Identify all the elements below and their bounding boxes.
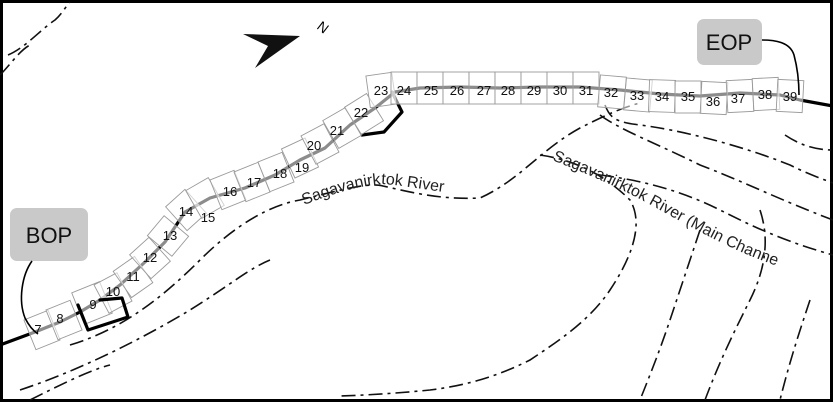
river-bank-lower-3	[779, 299, 811, 401]
frame-tile-18	[257, 151, 295, 193]
frame-label-36: 36	[706, 94, 720, 109]
bop-label: BOP	[26, 223, 72, 248]
river-label-left: Sagavanirktok River	[299, 171, 446, 209]
frame-label-28: 28	[501, 83, 515, 98]
frame-label-9: 9	[89, 297, 96, 312]
frame-label-38: 38	[758, 87, 772, 102]
frame-label-31: 31	[579, 83, 593, 98]
eop-box	[697, 19, 762, 65]
river-bank-inner-2	[599, 174, 833, 256]
river-bank-lower-1	[704, 209, 766, 401]
frame-tile-13	[146, 215, 190, 257]
river-label-main: Sagavanirktok River (Main Channe	[551, 148, 781, 270]
callout-bop: BOP	[10, 208, 88, 335]
eop-label: EOP	[706, 30, 752, 55]
river-bank-south-1	[69, 102, 641, 346]
river-bank-inner-3	[604, 104, 833, 184]
river-bank-lower-2	[639, 229, 701, 401]
frame-label-18: 18	[273, 166, 287, 181]
river-bank-inner-4	[599, 114, 833, 221]
frame-tile-27	[468, 71, 496, 105]
frame-label-37: 37	[731, 91, 745, 106]
river-bank-inner-1	[339, 154, 637, 397]
frame-tile-20	[300, 123, 340, 165]
frame-tile-12	[128, 236, 172, 280]
north-arrow-icon	[243, 34, 300, 68]
frame-label-11: 11	[126, 269, 140, 284]
frame-tile-8	[45, 299, 83, 341]
frame-label-30: 30	[553, 83, 567, 98]
river-bank-south-2	[19, 259, 271, 391]
river-bank-bottom-left	[29, 364, 111, 401]
frame-label-19: 19	[295, 160, 309, 175]
frame-tile-30	[546, 71, 574, 105]
frame-tile-28	[494, 71, 522, 105]
frame-label-13: 13	[163, 228, 177, 243]
frame-label-8: 8	[56, 311, 63, 326]
frame-label-32: 32	[604, 85, 618, 100]
frame-label-24: 24	[397, 83, 411, 98]
frame-label-20: 20	[307, 138, 321, 153]
route-spur-near-9	[76, 296, 130, 332]
frame-label-34: 34	[655, 89, 669, 104]
frame-label-26: 26	[450, 83, 464, 98]
frame-label-7: 7	[34, 322, 41, 337]
frame-label-23: 23	[374, 83, 388, 98]
frame-tile-31	[572, 71, 600, 105]
frame-label-16: 16	[223, 184, 237, 199]
frame-label-35: 35	[681, 89, 695, 104]
frame-label-22: 22	[354, 105, 368, 120]
frame-label-12: 12	[143, 250, 157, 265]
frame-label-33: 33	[630, 88, 644, 103]
frame-tile-24	[390, 71, 418, 105]
river-bank-right	[784, 134, 833, 151]
bop-leader-line	[20, 260, 39, 335]
north-arrow-label: N	[314, 18, 332, 37]
frame-label-25: 25	[424, 83, 438, 98]
frame-label-17: 17	[247, 175, 261, 190]
frame-tile-25	[416, 71, 444, 105]
river-bank-far-left	[0, 44, 31, 76]
frame-label-29: 29	[527, 83, 541, 98]
frame-label-14: 14	[179, 204, 193, 219]
north-arrow: N	[243, 18, 332, 68]
frame-label-39: 39	[783, 89, 797, 104]
frame-label-21: 21	[330, 123, 344, 138]
bop-box	[10, 208, 88, 261]
frame-label-10: 10	[106, 284, 120, 299]
eop-leader-line	[761, 39, 800, 96]
frame-label-27: 27	[477, 83, 491, 98]
river-bank-upper-left	[7, 1, 71, 56]
frame-tile-35	[674, 80, 702, 114]
frame-label-15: 15	[201, 210, 215, 225]
callout-eop: EOP	[697, 19, 800, 96]
frame-tile-39	[775, 78, 805, 114]
